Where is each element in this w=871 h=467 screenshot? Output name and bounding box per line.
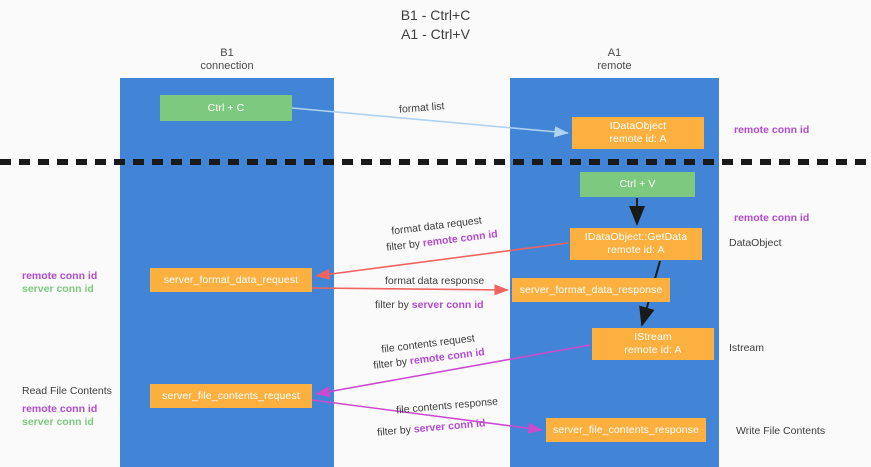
side-label-left-bottom-remote-conn-id: remote conn id bbox=[22, 403, 98, 415]
filter-key-server-conn-id: server conn id bbox=[411, 299, 484, 311]
node-server-format-data-response-label: server_format_data_response bbox=[519, 283, 663, 296]
node-server-file-contents-response[interactable]: server_file_contents_response bbox=[546, 418, 706, 442]
swimlane-a1-heading: A1 remote bbox=[597, 47, 632, 72]
filter-prefix: filter by bbox=[375, 299, 412, 311]
node-idataobject-getdata[interactable]: IDataObject::GetData remote id: A bbox=[570, 228, 702, 260]
side-label-read-file-contents: Read File Contents bbox=[22, 385, 112, 397]
filter-prefix: filter by bbox=[372, 355, 411, 372]
diagram-title: B1 - Ctrl+C A1 - Ctrl+V bbox=[400, 7, 471, 42]
swimlane-b1-heading: B1 connection bbox=[200, 47, 254, 72]
node-idataobject-label: IDataObject bbox=[609, 120, 667, 132]
node-istream-sublabel: remote id: A bbox=[624, 344, 682, 356]
filter-key-server-conn-id: server conn id bbox=[413, 417, 486, 436]
edge-label-file-contents-response: file contents response bbox=[395, 395, 499, 417]
side-label-right-mid-remote-conn-id: remote conn id bbox=[734, 212, 810, 224]
arrow-format-data-response bbox=[311, 284, 509, 296]
node-idataobject-getdata-sublabel: remote id: A bbox=[607, 244, 665, 256]
node-server-format-data-request-label: server_format_data_request bbox=[163, 273, 299, 286]
edge-label-format-data-response-filter: filter by server conn id bbox=[375, 298, 484, 312]
node-server-file-contents-response-label: server_file_contents_response bbox=[553, 423, 699, 436]
node-istream[interactable]: IStream remote id: A bbox=[592, 328, 714, 360]
edge-label-file-contents-response-filter: filter by server conn id bbox=[377, 416, 486, 439]
side-label-dataobject: DataObject bbox=[729, 237, 782, 249]
node-server-format-data-request[interactable]: server_format_data_request bbox=[150, 268, 312, 292]
side-label-write-file-contents: Write File Contents bbox=[736, 425, 826, 437]
node-idataobject-sublabel: remote id: A bbox=[609, 133, 667, 145]
node-server-file-contents-request-label: server_file_contents_request bbox=[162, 389, 300, 402]
side-label-left-server-conn-id: server conn id bbox=[22, 283, 94, 295]
edge-label-format-data-response: format data response bbox=[385, 275, 485, 287]
node-server-file-contents-request[interactable]: server_file_contents_request bbox=[150, 384, 312, 408]
node-istream-label: IStream bbox=[634, 331, 672, 343]
side-label-right-top-remote-conn-id: remote conn id bbox=[734, 124, 810, 136]
node-idataobject[interactable]: IDataObject remote id: A bbox=[572, 117, 704, 149]
node-ctrl-c[interactable]: Ctrl + C bbox=[160, 95, 292, 121]
node-ctrl-v-label: Ctrl + V bbox=[619, 178, 656, 190]
node-ctrl-c-label: Ctrl + C bbox=[207, 101, 245, 114]
side-label-left-remote-conn-id: remote conn id bbox=[22, 270, 98, 282]
node-ctrl-v[interactable]: Ctrl + V bbox=[580, 172, 695, 197]
side-label-istream: Istream bbox=[729, 342, 765, 354]
node-idataobject-getdata-label: IDataObject::GetData bbox=[584, 231, 688, 243]
side-label-left-bottom-server-conn-id: server conn id bbox=[22, 416, 94, 428]
filter-prefix: filter by bbox=[385, 237, 424, 254]
node-server-format-data-response[interactable]: server_format_data_response bbox=[512, 278, 670, 302]
filter-prefix: filter by bbox=[376, 423, 415, 439]
edge-label-format-list: format list bbox=[398, 100, 445, 116]
